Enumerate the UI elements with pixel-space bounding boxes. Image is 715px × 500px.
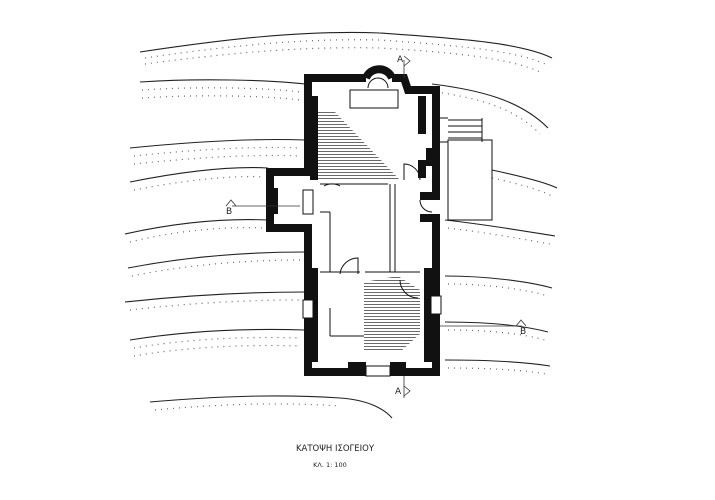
upper-arch-niche — [367, 77, 389, 89]
contour-line — [129, 167, 269, 183]
stipple-band — [435, 91, 541, 135]
contour-line — [129, 328, 306, 341]
wall-openings — [302, 189, 442, 377]
door-swing-upper — [403, 163, 421, 181]
door-swing-side — [419, 199, 433, 213]
stipple-band — [154, 403, 341, 411]
south-buttress — [390, 362, 406, 376]
contour-line — [491, 169, 558, 189]
section-a-top-arrow — [403, 55, 411, 67]
stipple-band — [447, 329, 546, 341]
exterior-terrace — [447, 139, 493, 221]
section-label-b-left: B — [226, 207, 232, 217]
upper-room-hatch — [318, 112, 400, 180]
wall-details — [268, 188, 406, 376]
stipple-band — [491, 177, 553, 197]
stipple-band — [133, 176, 265, 191]
west-bay-block — [268, 188, 278, 214]
contour-line — [444, 219, 556, 237]
contour-line — [149, 395, 393, 419]
contour-line — [139, 79, 306, 85]
south-gap — [365, 365, 391, 377]
lower-room-hatch — [364, 276, 420, 352]
contour-line — [444, 275, 553, 289]
drawing-title: ΚΑΤΟΨΗ ΙΣΟΓΕΙΟΥ — [296, 444, 375, 454]
stipple-band — [447, 283, 549, 297]
door-swing-middle — [323, 183, 341, 187]
lower-east-window — [430, 295, 442, 315]
drawing-scale: ΚΛ. 1: 100 — [313, 461, 347, 469]
stipple-band — [447, 367, 547, 375]
section-label-b-right: B — [520, 327, 526, 337]
contour-line — [129, 138, 306, 149]
contour-line — [139, 31, 553, 59]
upper-fireplace-hearth — [349, 89, 399, 109]
hatched-areas — [318, 112, 420, 352]
stipple-band — [141, 87, 301, 93]
section-label-a-bottom: A — [395, 387, 402, 397]
terrain-stipple — [129, 39, 553, 411]
contour-line — [124, 219, 269, 235]
door-swing-lower-left — [339, 257, 359, 275]
interior-lines — [320, 77, 493, 337]
south-buttress — [348, 362, 366, 376]
stipple-band — [144, 39, 546, 65]
section-lines — [225, 55, 527, 398]
stipple-band — [144, 47, 541, 73]
stipple-band — [141, 95, 301, 101]
door-swing-lower-right — [399, 279, 419, 299]
contour-line — [124, 291, 306, 303]
stipple-band — [131, 259, 301, 277]
contour-line — [444, 321, 549, 333]
west-window — [302, 189, 314, 215]
lower-west-window — [302, 299, 314, 319]
section-b-right-arrow — [515, 319, 527, 327]
stipple-band — [129, 227, 265, 243]
stipple-band — [447, 227, 551, 245]
stipple-band — [133, 154, 301, 165]
terrain-contours — [124, 31, 558, 419]
section-b-left-arrow — [225, 199, 237, 207]
section-a-bottom-arrow — [403, 385, 411, 397]
stipple-band — [133, 344, 301, 357]
contour-line — [444, 359, 551, 367]
stipple-band — [129, 299, 301, 311]
contour-line — [431, 83, 549, 129]
wall-arch-top — [362, 65, 396, 80]
stipple-band — [133, 146, 301, 157]
section-label-a-top: A — [397, 55, 404, 65]
contour-line — [127, 251, 306, 269]
stipple-band — [133, 336, 301, 349]
